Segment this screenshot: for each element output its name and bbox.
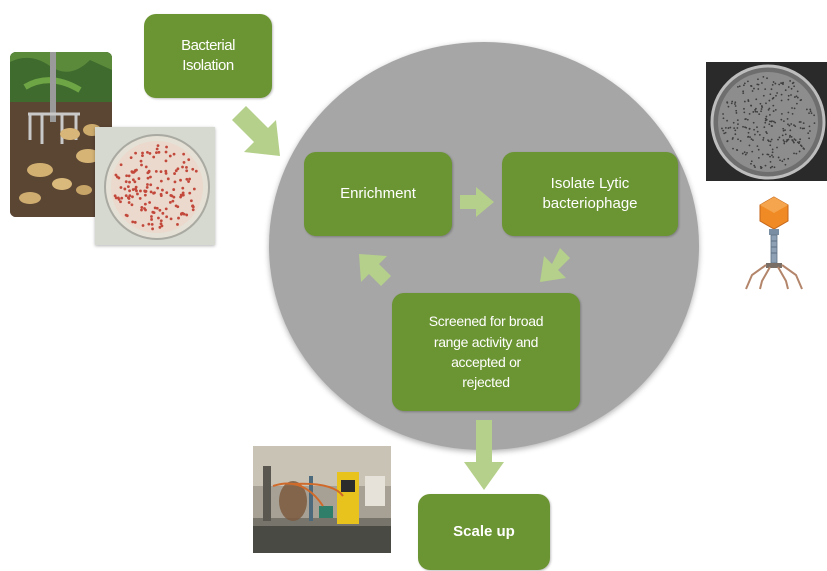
arrow-isolate-to-screened: [540, 248, 570, 282]
step-scale-up-label: Scale up: [453, 522, 515, 540]
bacterial-culture-plate-photo: [95, 127, 215, 245]
step-screened: Screened for broad range activity and ac…: [392, 293, 580, 411]
step-scale-up: Scale up: [418, 494, 550, 570]
arrow-screened-to-enrichment: [359, 254, 391, 286]
step-screened-label: Screened for broad range activity and ac…: [428, 313, 544, 391]
phage-plaque-plate-photo: [706, 62, 827, 181]
bacteriophage-icon: [745, 196, 803, 290]
arrow-isolation-to-cycle: [232, 106, 280, 156]
step-enrichment-label: Enrichment: [340, 184, 416, 202]
step-bacterial-isolation: Bacterial Isolation: [144, 14, 272, 98]
arrow-enrichment-to-isolate: [460, 187, 494, 217]
bioreactor-photo: [253, 446, 391, 553]
step-bacterial-isolation-label: Bacterial Isolation: [181, 36, 235, 74]
step-enrichment: Enrichment: [304, 152, 452, 236]
arrow-screened-to-scale-up: [464, 420, 504, 490]
step-isolate-lytic-label: Isolate Lytic bacteriophage: [542, 174, 638, 212]
step-isolate-lytic-bacteriophage: Isolate Lytic bacteriophage: [502, 152, 678, 236]
